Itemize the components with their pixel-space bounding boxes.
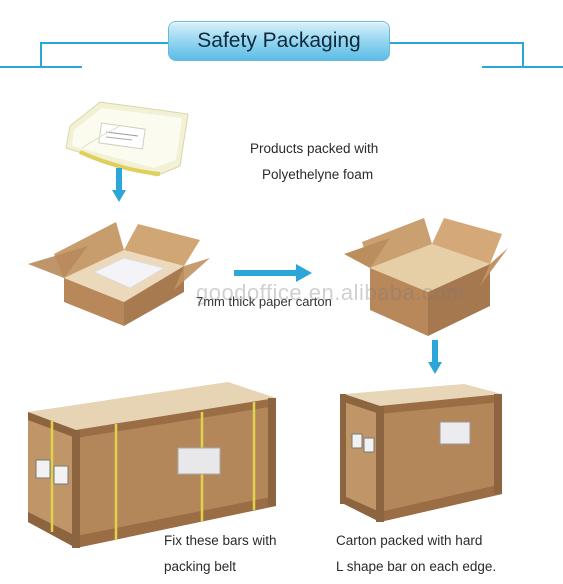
header-line-left-top	[40, 42, 168, 44]
step4-caption: Carton packed with hard L shape bar on e…	[336, 528, 496, 580]
header-line-left-vertical	[40, 42, 42, 68]
open-carton-empty-image	[344, 218, 508, 336]
cube-carton-with-bars-image	[340, 384, 502, 522]
foam-wrapped-product-image	[65, 101, 189, 177]
long-carton-with-bars-image	[28, 382, 276, 548]
step4-caption-line1: Carton packed with hard	[336, 533, 483, 548]
arrow-right-icon	[234, 264, 312, 282]
step4-caption-line2: L shape bar on each edge.	[336, 559, 497, 574]
arrow-down-icon	[112, 168, 126, 202]
step1-caption-line2: Polyethelyne foam	[262, 167, 374, 182]
header-line-right-top	[388, 42, 524, 44]
watermark: goodoffice.en.alibaba.com	[196, 280, 465, 305]
step1-caption: Products packed with Polyethelyne foam	[250, 136, 378, 188]
step3-caption-line1: Fix these bars with	[164, 533, 277, 548]
step3-caption: Fix these bars with packing belt	[164, 528, 277, 580]
header-line-left-bottom	[0, 66, 82, 68]
arrow-down-icon	[428, 340, 442, 374]
header-line-right-vertical	[522, 42, 524, 68]
header-line-right-bottom	[482, 66, 563, 68]
page-title: Safety Packaging	[168, 21, 390, 61]
step1-caption-line1: Products packed with	[250, 141, 379, 156]
open-carton-with-product-image	[28, 222, 210, 326]
step3-caption-line2: packing belt	[164, 559, 237, 574]
step2-caption: 7mm thick paper carton	[196, 294, 332, 309]
